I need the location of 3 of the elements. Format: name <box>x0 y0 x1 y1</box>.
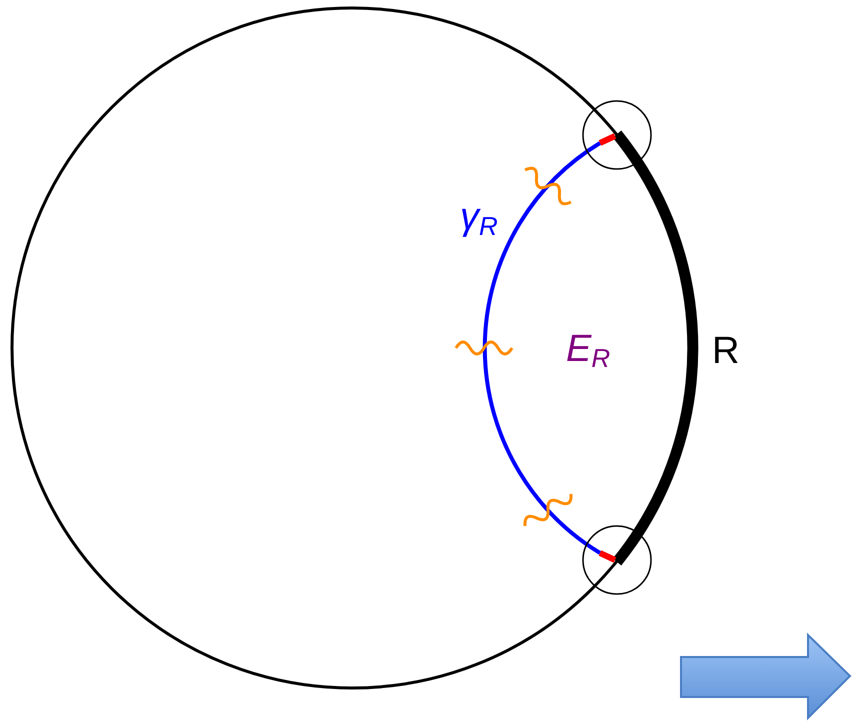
arc-label: R <box>712 332 740 370</box>
curve-label: γ$_{R}$ <box>460 198 498 239</box>
region-label: E$_{R}$ <box>566 330 610 371</box>
